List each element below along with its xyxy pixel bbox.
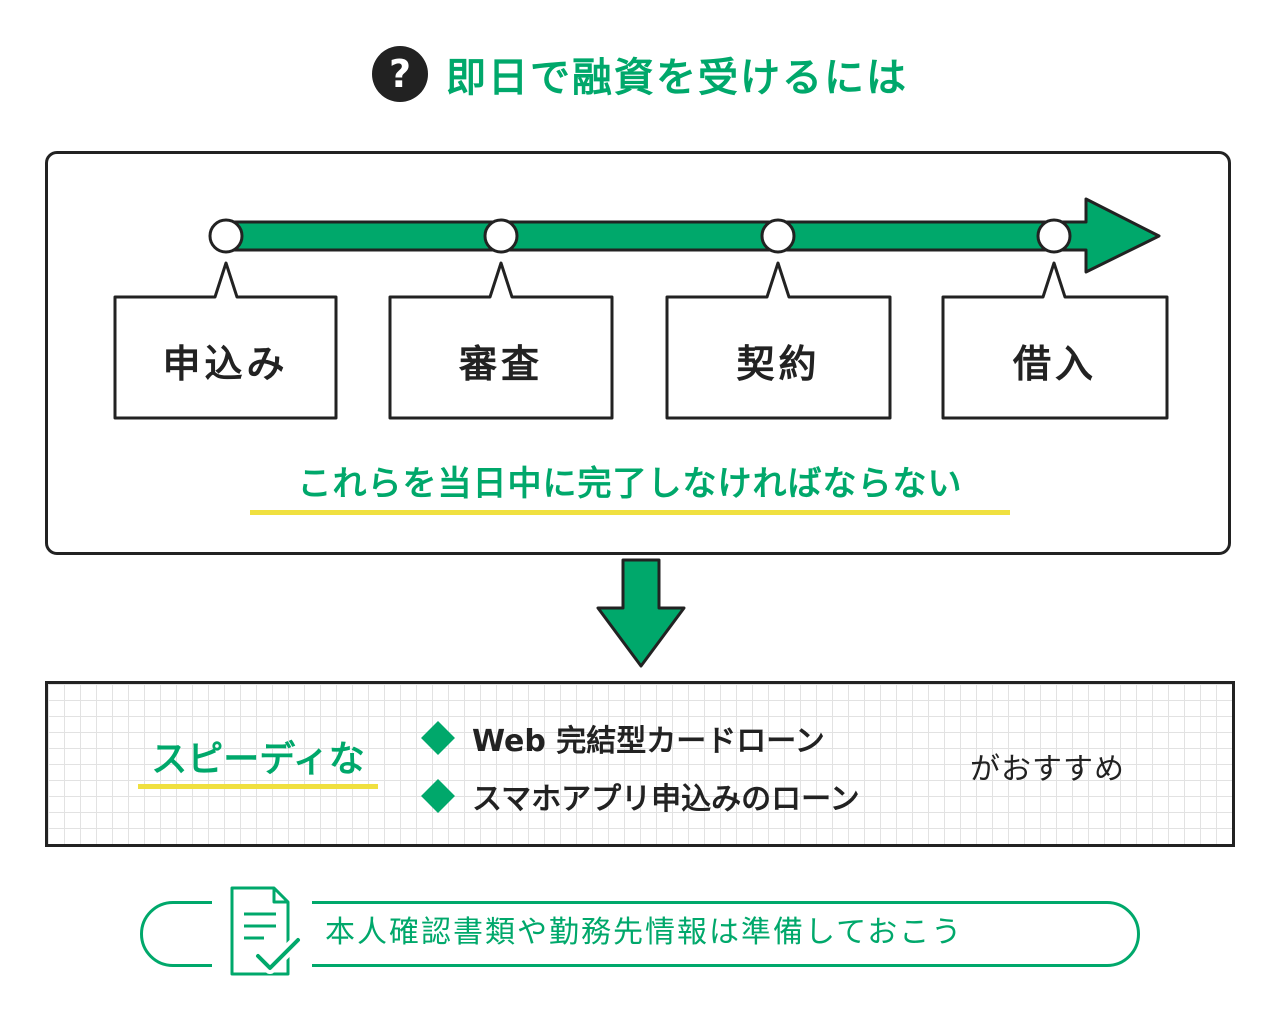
conclusion-text: これらを当日中に完了しなければならない bbox=[297, 464, 963, 504]
speedy-highlight bbox=[138, 784, 378, 789]
diamond-bullet-icon bbox=[421, 779, 455, 813]
milestone-dot-2 bbox=[483, 218, 519, 254]
down-arrow-icon bbox=[596, 558, 686, 668]
question-circle-icon: ? bbox=[372, 46, 428, 102]
milestone-dot-4 bbox=[1036, 218, 1072, 254]
step-label-screening: 審査 bbox=[458, 341, 543, 386]
step-callout-2 bbox=[388, 261, 614, 420]
option-text: Web 完結型カードローン bbox=[472, 724, 825, 759]
milestone-dot-1 bbox=[208, 218, 244, 254]
recommendation-box bbox=[45, 681, 1235, 847]
step-callout-4 bbox=[941, 261, 1169, 420]
step-callout-3 bbox=[665, 261, 892, 420]
document-check-icon bbox=[212, 882, 312, 982]
timeline-arrow bbox=[223, 197, 1161, 274]
step-label-borrow: 借入 bbox=[1012, 341, 1097, 386]
option-item: スマホアプリ申込みのローン bbox=[420, 774, 860, 818]
diamond-bullet-icon bbox=[421, 721, 455, 755]
title-row: ? 即日で融資を受けるには bbox=[0, 42, 1280, 106]
recommendation-suffix: がおすすめ bbox=[970, 752, 1125, 787]
speedy-label: スピーディな bbox=[151, 739, 365, 780]
option-item: Web 完結型カードローン bbox=[420, 716, 825, 760]
note-text: 本人確認書類や勤務先情報は準備しておこう bbox=[325, 915, 964, 950]
step-label-contract: 契約 bbox=[736, 341, 821, 386]
milestone-dot-3 bbox=[760, 218, 796, 254]
option-text: スマホアプリ申込みのローン bbox=[472, 782, 860, 817]
conclusion-highlight bbox=[250, 510, 1010, 515]
step-label-apply: 申込み bbox=[162, 341, 289, 386]
process-timeline bbox=[113, 197, 1169, 420]
step-callout-1 bbox=[113, 261, 338, 420]
page-title: 即日で融資を受けるには bbox=[446, 55, 908, 101]
